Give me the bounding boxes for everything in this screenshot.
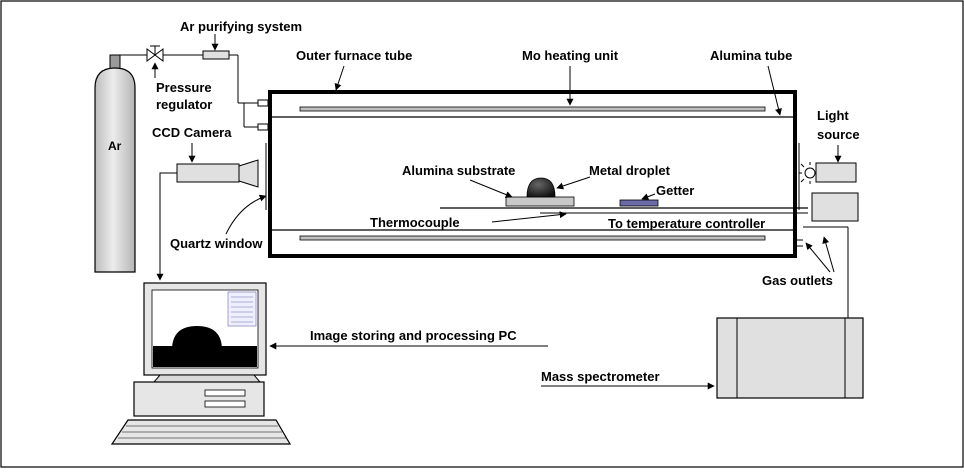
quartz-window-label: Quartz window — [170, 236, 263, 251]
alumina-substrate-arrow — [469, 179, 513, 198]
light-source-label-2: source — [817, 127, 860, 142]
ar-gas-cylinder — [94, 54, 136, 273]
pressure-label-2: regulator — [156, 97, 212, 112]
mass-spectrometer-box — [716, 317, 864, 399]
mo-heating-unit-bottom — [299, 235, 766, 241]
ccd-camera-lens — [238, 159, 259, 188]
light-bulb-icon — [799, 162, 816, 184]
alumina-tube-arrow — [767, 65, 782, 116]
valve-icon — [146, 45, 164, 62]
pc-keyboard — [110, 419, 292, 445]
quartz-window-arrow — [225, 194, 267, 235]
gas-inlet-lower — [257, 123, 269, 131]
metal-droplet-arrow — [556, 176, 591, 190]
ccd-camera-label: CCD Camera — [152, 125, 232, 140]
outer-furnace-arrow — [334, 65, 345, 91]
metal-droplet — [526, 177, 556, 198]
mo-heating-unit-top — [299, 106, 766, 112]
pc-monitor — [143, 282, 267, 376]
pc-base-unit — [133, 374, 265, 417]
gas-outlets-label: Gas outlets — [762, 273, 833, 288]
outer-furnace-tube — [268, 90, 797, 258]
ar-purifying-label: Ar purifying system — [180, 19, 302, 34]
image-pc-label: Image storing and processing PC — [310, 328, 517, 343]
gas-outlets-arrow-2 — [822, 236, 835, 273]
light-source — [815, 162, 857, 183]
screen-data-panel — [227, 291, 257, 327]
alumina-substrate-label: Alumina substrate — [402, 163, 515, 178]
thermocouple-label: Thermocouple — [370, 215, 460, 230]
screen-baseline — [153, 346, 257, 367]
camera-to-pc-cable — [156, 172, 177, 281]
alumina-substrate — [505, 196, 575, 207]
getter-arrow — [641, 193, 656, 201]
pressure-label-1: Pressure — [156, 80, 212, 95]
outer-furnace-tube-label: Outer furnace tube — [296, 48, 412, 63]
mass-spectrometer-label: Mass spectrometer — [541, 369, 660, 384]
screen-droplet-image — [172, 326, 222, 350]
ar-purifier-box — [202, 50, 230, 60]
to-temperature-controller-label: To temperature controller — [608, 216, 765, 231]
light-source-label-1: Light — [817, 108, 849, 123]
gas-supply-line — [115, 54, 258, 128]
getter — [619, 199, 659, 207]
ccd-camera-body — [176, 163, 240, 183]
getter-label: Getter — [656, 183, 694, 198]
thermocouple-arrow — [491, 211, 567, 223]
gas-outlets-arrow — [805, 242, 831, 273]
alumina-tube-label: Alumina tube — [710, 48, 792, 63]
metal-droplet-label: Metal droplet — [589, 163, 671, 178]
temperature-controller-box — [811, 192, 859, 222]
ar-label: Ar — [108, 139, 122, 153]
gas-inlet-upper — [257, 99, 269, 107]
mo-heating-unit-label: Mo heating unit — [522, 48, 619, 63]
